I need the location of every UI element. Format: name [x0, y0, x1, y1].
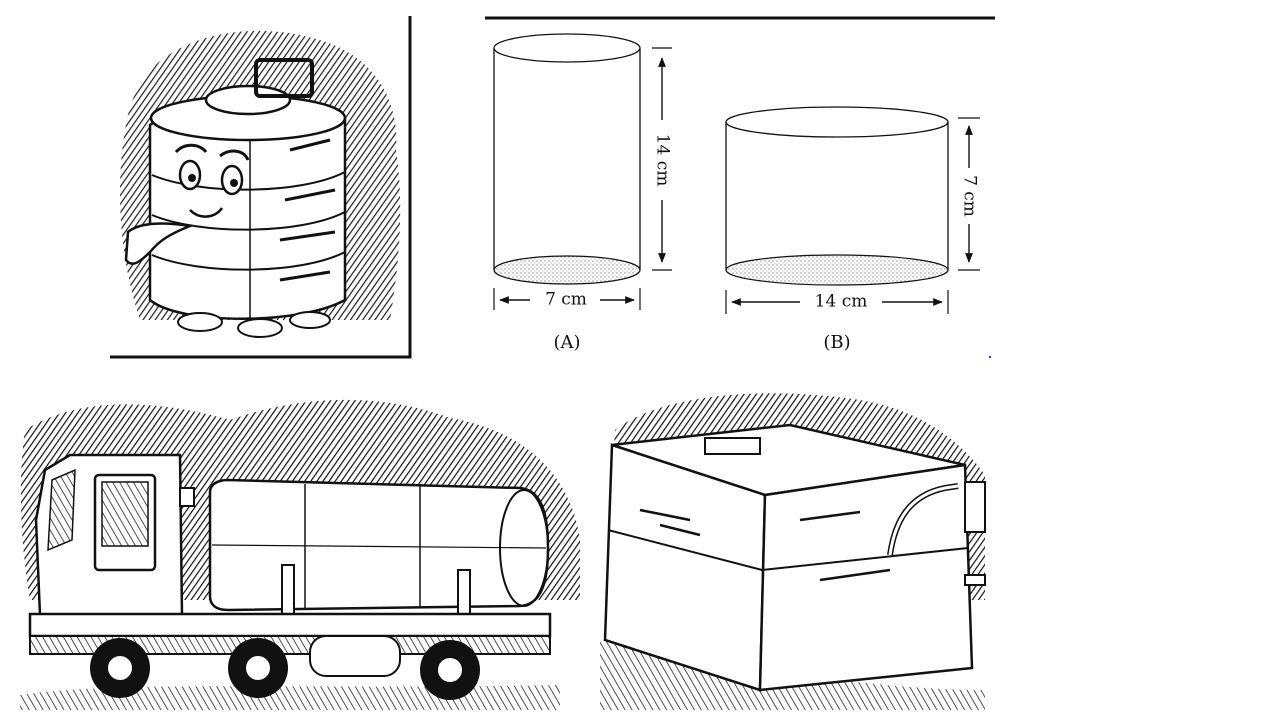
- cylinder-b-diameter-label: 14 cm: [815, 292, 868, 312]
- cylinder-b: 7 cm 14 cm (B): [725, 106, 980, 353]
- rectangular-water-tank-illustration: [600, 393, 986, 710]
- water-tank-character-illustration: [110, 16, 412, 359]
- cylinder-a-diameter-label: 7 cm: [545, 290, 587, 310]
- truck-wheels: [90, 638, 480, 700]
- water-tanker-truck-illustration: [20, 399, 581, 710]
- stray-dot: [988, 355, 992, 359]
- cylinder-a-caption: (A): [553, 332, 580, 353]
- cylinders-diagram: 14 cm 7 cm (A) 7 cm 14 cm: [485, 16, 995, 359]
- cylinder-a-height-label: 14 cm: [653, 134, 673, 187]
- cylinder-a: 14 cm 7 cm (A): [493, 33, 673, 353]
- cylinder-b-caption: (B): [823, 332, 850, 353]
- cylinder-b-height-label: 7 cm: [960, 175, 980, 217]
